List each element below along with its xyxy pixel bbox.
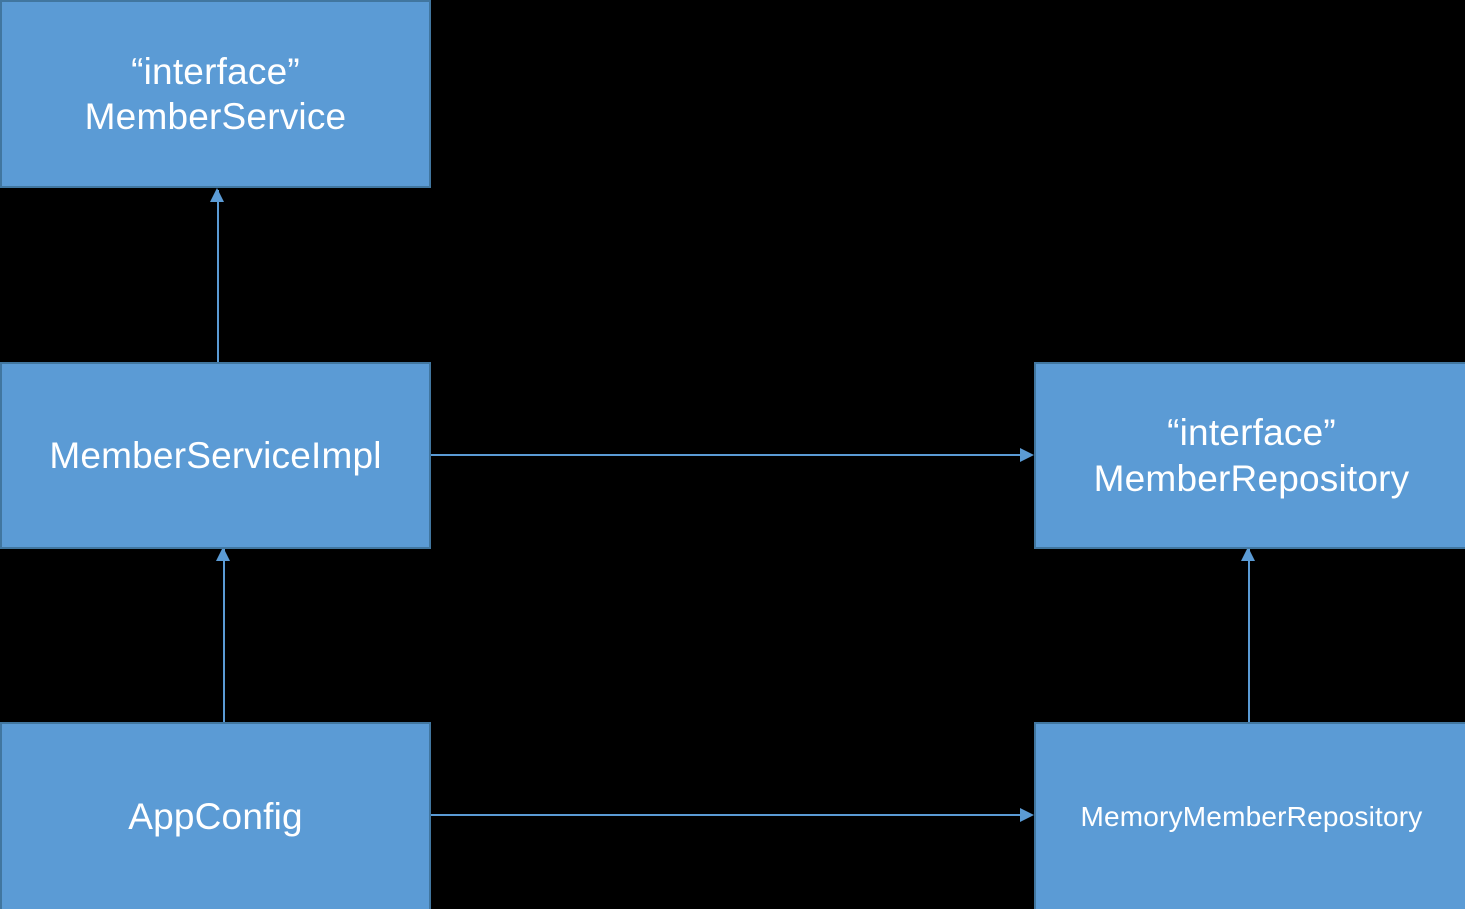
class-stereotype: “interface” bbox=[131, 50, 300, 92]
edge-line bbox=[1248, 549, 1250, 724]
class-stereotype: “interface” bbox=[1167, 412, 1336, 454]
arrowhead-up-icon bbox=[1241, 547, 1255, 561]
class-box-member-repository[interactable]: “interface” MemberRepository bbox=[1034, 362, 1465, 549]
edge-line bbox=[223, 549, 225, 724]
class-box-label: MemberServiceImpl bbox=[2, 433, 429, 478]
class-name: MemberService bbox=[84, 96, 347, 137]
arrowhead-right-icon bbox=[1020, 808, 1034, 822]
class-box-memory-member-repository[interactable]: MemoryMemberRepository bbox=[1034, 722, 1465, 909]
class-box-member-service[interactable]: “interface” MemberService bbox=[0, 0, 431, 188]
class-box-member-service-impl[interactable]: MemberServiceImpl bbox=[0, 362, 431, 549]
arrowhead-right-icon bbox=[1020, 448, 1034, 462]
class-name: MemberRepository bbox=[1093, 457, 1410, 499]
class-box-app-config[interactable]: AppConfig bbox=[0, 722, 431, 909]
class-box-label: AppConfig bbox=[2, 794, 429, 839]
class-box-label: “interface” MemberService bbox=[2, 49, 429, 139]
edge-line bbox=[217, 190, 219, 364]
class-box-label: “interface” MemberRepository bbox=[1036, 410, 1465, 500]
class-box-label: MemoryMemberRepository bbox=[1036, 800, 1465, 834]
edge-line bbox=[431, 454, 1021, 456]
class-name: MemberServiceImpl bbox=[49, 434, 382, 476]
arrowhead-up-icon bbox=[216, 547, 230, 561]
class-name: AppConfig bbox=[128, 796, 303, 838]
edge-line bbox=[431, 814, 1021, 816]
class-name: MemoryMemberRepository bbox=[1080, 800, 1423, 832]
arrowhead-up-icon bbox=[210, 188, 224, 202]
